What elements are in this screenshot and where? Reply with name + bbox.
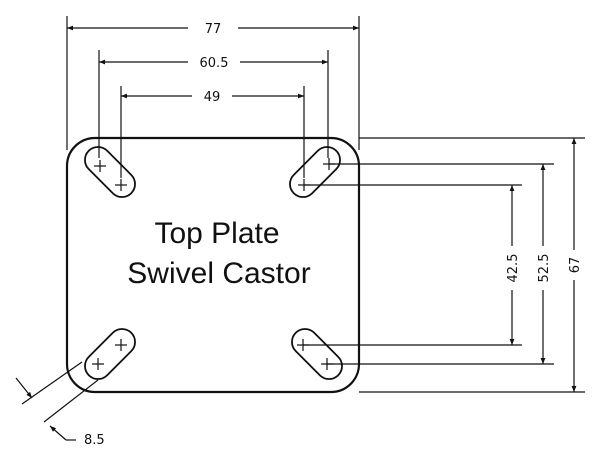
dim-outer-hole-span: 60.5: [98, 50, 329, 158]
dim-slot-width: 8.5: [15, 361, 105, 448]
slot-top-left: [84, 146, 136, 198]
svg-text:42.5: 42.5: [506, 254, 521, 283]
title-line-1: Top Plate: [154, 217, 279, 250]
dim-outer-vertical-span: 52.5: [537, 164, 552, 364]
top-plate-outline: [65, 136, 361, 394]
svg-text:77: 77: [205, 22, 222, 37]
dim-overall-height: 67: [568, 138, 583, 392]
svg-text:67: 67: [568, 257, 583, 274]
dim-overall-width: 77: [66, 16, 360, 150]
svg-text:8.5: 8.5: [84, 433, 105, 448]
svg-text:49: 49: [204, 90, 221, 105]
dim-inner-vertical-span: 42.5: [506, 185, 521, 345]
svg-text:60.5: 60.5: [200, 56, 229, 71]
dim-inner-hole-span: 49: [120, 86, 305, 178]
svg-text:52.5: 52.5: [537, 254, 552, 283]
title-line-2: Swivel Castor: [127, 257, 310, 290]
slot-bottom-left: [84, 328, 136, 380]
